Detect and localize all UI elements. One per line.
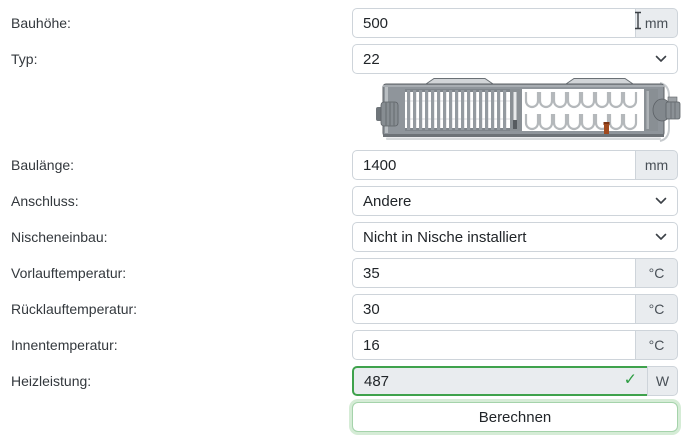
row-ruecklauftemperatur: Rücklauftemperatur: °C xyxy=(0,294,690,324)
heizleistung-label: Heizleistung: xyxy=(11,373,92,389)
anschluss-select[interactable]: Andere xyxy=(352,186,678,216)
vorlauftemperatur-unit-addon: °C xyxy=(635,258,678,288)
button-row: Berechnen xyxy=(352,402,678,438)
row-bauhoehe: Bauhöhe: mm xyxy=(0,8,690,38)
typ-select-wrap: 22 xyxy=(352,44,678,74)
nischeneinbau-select[interactable]: Nicht in Nische installiert xyxy=(352,222,678,252)
typ-select[interactable]: 22 xyxy=(352,44,678,74)
row-vorlauftemperatur: Vorlauftemperatur: °C xyxy=(0,258,690,288)
baulaenge-label: Baulänge: xyxy=(11,157,75,173)
heizleistung-input[interactable] xyxy=(352,366,649,396)
nischeneinbau-label: Nischeneinbau: xyxy=(11,229,108,245)
bauhoehe-input[interactable] xyxy=(352,8,636,38)
nischeneinbau-select-wrap: Nicht in Nische installiert xyxy=(352,222,678,252)
anschluss-label: Anschluss: xyxy=(11,193,79,209)
heizleistung-group: ✓ W xyxy=(352,366,678,396)
bauhoehe-label: Bauhöhe: xyxy=(11,15,71,31)
innentemperatur-input[interactable] xyxy=(352,330,636,360)
typ-label: Typ: xyxy=(11,51,38,67)
radiator-row xyxy=(376,76,690,148)
ruecklauftemperatur-input[interactable] xyxy=(352,294,636,324)
innentemperatur-label: Innentemperatur: xyxy=(11,337,118,353)
ruecklauftemperatur-group: °C xyxy=(352,294,678,324)
vorlauftemperatur-label: Vorlauftemperatur: xyxy=(11,265,127,281)
baulaenge-unit-addon: mm xyxy=(635,150,678,180)
ruecklauftemperatur-label: Rücklauftemperatur: xyxy=(11,301,138,317)
row-typ: Typ: 22 xyxy=(0,44,690,74)
row-heizleistung: Heizleistung: ✓ W xyxy=(0,366,690,396)
row-innentemperatur: Innentemperatur: °C xyxy=(0,330,690,360)
baulaenge-group: mm xyxy=(352,150,678,180)
row-nischeneinbau: Nischeneinbau: Nicht in Nische installie… xyxy=(0,222,690,252)
row-baulaenge: Baulänge: mm xyxy=(0,150,690,180)
baulaenge-input[interactable] xyxy=(352,150,636,180)
row-anschluss: Anschluss: Andere xyxy=(0,186,690,216)
vorlauftemperatur-input[interactable] xyxy=(352,258,636,288)
innentemperatur-group: °C xyxy=(352,330,678,360)
vorlauftemperatur-group: °C xyxy=(352,258,678,288)
ruecklauftemperatur-unit-addon: °C xyxy=(635,294,678,324)
berechnen-button[interactable]: Berechnen xyxy=(352,402,678,432)
bauhoehe-group: mm xyxy=(352,8,678,38)
anschluss-select-wrap: Andere xyxy=(352,186,678,216)
bauhoehe-unit-addon: mm xyxy=(635,8,678,38)
innentemperatur-unit-addon: °C xyxy=(635,330,678,360)
heizleistung-unit-addon: W xyxy=(647,366,678,396)
radiator-type-22-illustration xyxy=(376,78,681,142)
